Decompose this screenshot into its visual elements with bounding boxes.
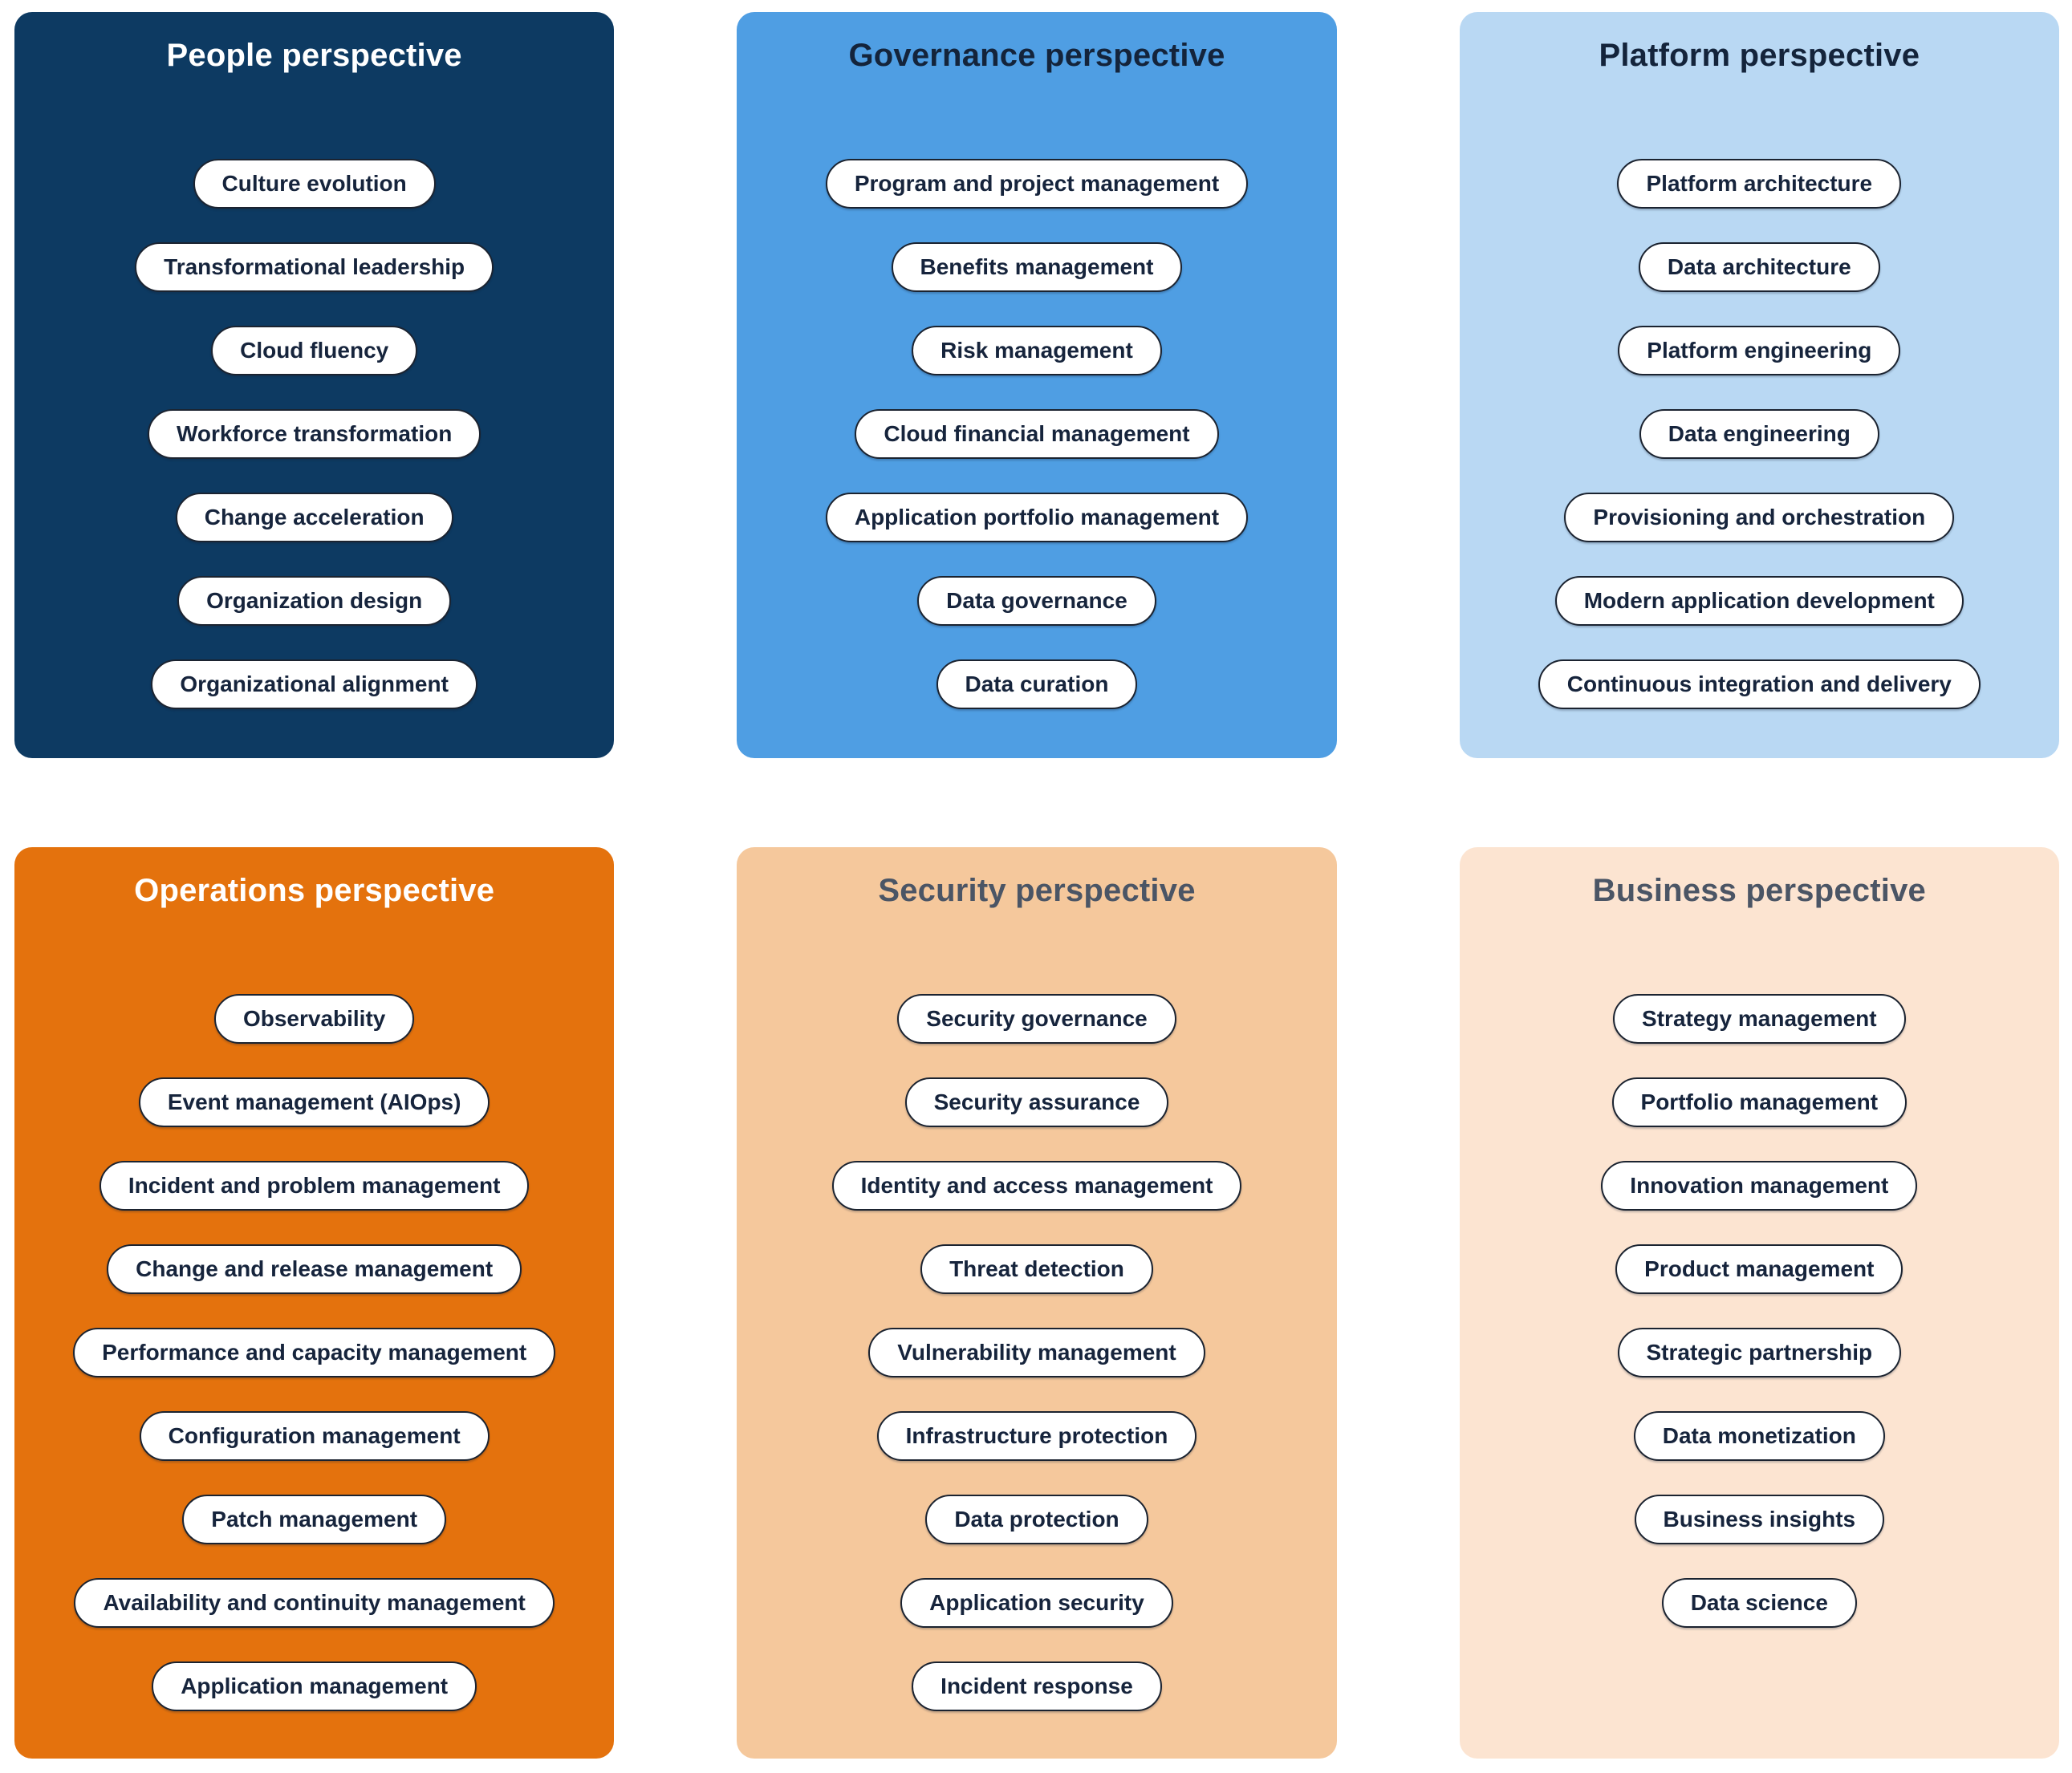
capability-pill: Event management (AIOps) [138, 1077, 490, 1128]
capability-pill: Data curation [936, 659, 1138, 710]
panel-platform: Platform perspective Platform architectu… [1459, 12, 2059, 758]
capability-pill: Culture evolution [193, 159, 436, 209]
capability-pill: Data monetization [1633, 1411, 1885, 1462]
panel-people-title: People perspective [166, 38, 462, 73]
capability-pill: Continuous integration and delivery [1538, 659, 1981, 710]
capability-pill: Infrastructure protection [876, 1411, 1197, 1462]
capability-pill: Strategy management [1613, 994, 1906, 1045]
capability-pill: Security assurance [904, 1077, 1169, 1128]
capability-pill: Innovation management [1601, 1161, 1918, 1211]
capability-pill: Organizational alignment [151, 659, 477, 710]
panel-governance: Governance perspective Program and proje… [737, 12, 1337, 758]
capability-pill: Workforce transformation [147, 409, 481, 460]
capability-pill: Strategic partnership [1617, 1328, 1902, 1378]
capability-pill: Data governance [917, 576, 1156, 627]
panel-platform-capabilities: Platform architecture Data architecture … [1538, 159, 1981, 710]
capability-pill: Cloud fluency [211, 326, 418, 376]
capability-pill: Vulnerability management [868, 1328, 1205, 1378]
panel-operations-title: Operations perspective [134, 873, 495, 908]
panel-people-capabilities: Culture evolution Transformational leade… [135, 159, 494, 710]
capability-pill: Platform architecture [1617, 159, 1902, 209]
capability-pill: Performance and capacity management [73, 1328, 556, 1378]
capability-pill: Data architecture [1638, 242, 1880, 293]
capability-pill: Product management [1615, 1244, 1903, 1295]
panel-security: Security perspective Security governance… [737, 847, 1337, 1759]
capability-pill: Patch management [182, 1495, 447, 1545]
capability-pill: Threat detection [920, 1244, 1153, 1295]
capability-pill: Transformational leadership [135, 242, 494, 293]
capability-pill: Configuration management [139, 1411, 490, 1462]
capability-pill: Incident and problem management [99, 1161, 530, 1211]
panel-platform-title: Platform perspective [1599, 38, 1920, 73]
capability-pill: Application management [152, 1661, 477, 1712]
panel-governance-title: Governance perspective [848, 38, 1225, 73]
capability-pill: Cloud financial management [855, 409, 1219, 460]
panel-business-title: Business perspective [1592, 873, 1926, 908]
capability-pill: Availability and continuity management [74, 1578, 555, 1629]
capability-pill: Change and release management [107, 1244, 522, 1295]
capability-pill: Portfolio management [1611, 1077, 1907, 1128]
capability-pill: Business insights [1634, 1495, 1885, 1545]
capability-pill: Program and project management [825, 159, 1249, 209]
capability-pill: Organization design [177, 576, 452, 627]
capability-pill: Benefits management [891, 242, 1183, 293]
capability-pill: Identity and access management [831, 1161, 1242, 1211]
panel-security-capabilities: Security governance Security assurance I… [831, 994, 1242, 1712]
panel-business-capabilities: Strategy management Portfolio management… [1601, 994, 1918, 1629]
capability-pill: Application security [900, 1578, 1173, 1629]
panel-business: Business perspective Strategy management… [1459, 847, 2059, 1759]
capability-pill: Security governance [897, 994, 1176, 1045]
capability-pill: Modern application development [1554, 576, 1964, 627]
capability-pill: Change acceleration [175, 493, 453, 543]
capability-pill: Data engineering [1639, 409, 1879, 460]
capability-pill: Data protection [925, 1495, 1148, 1545]
capability-pill: Platform engineering [1618, 326, 1901, 376]
panel-governance-capabilities: Program and project management Benefits … [825, 159, 1249, 710]
panel-people: People perspective Culture evolution Tra… [14, 12, 615, 758]
capability-pill: Risk management [912, 326, 1162, 376]
capability-pill: Application portfolio management [825, 493, 1249, 543]
capability-pill: Provisioning and orchestration [1564, 493, 1955, 543]
capability-pill: Data science [1661, 1578, 1857, 1629]
capability-pill: Observability [213, 994, 415, 1045]
panel-operations-capabilities: Observability Event management (AIOps) I… [73, 994, 556, 1712]
capability-pill: Incident response [912, 1661, 1162, 1712]
panel-security-title: Security perspective [878, 873, 1196, 908]
panel-operations: Operations perspective Observability Eve… [14, 847, 615, 1759]
